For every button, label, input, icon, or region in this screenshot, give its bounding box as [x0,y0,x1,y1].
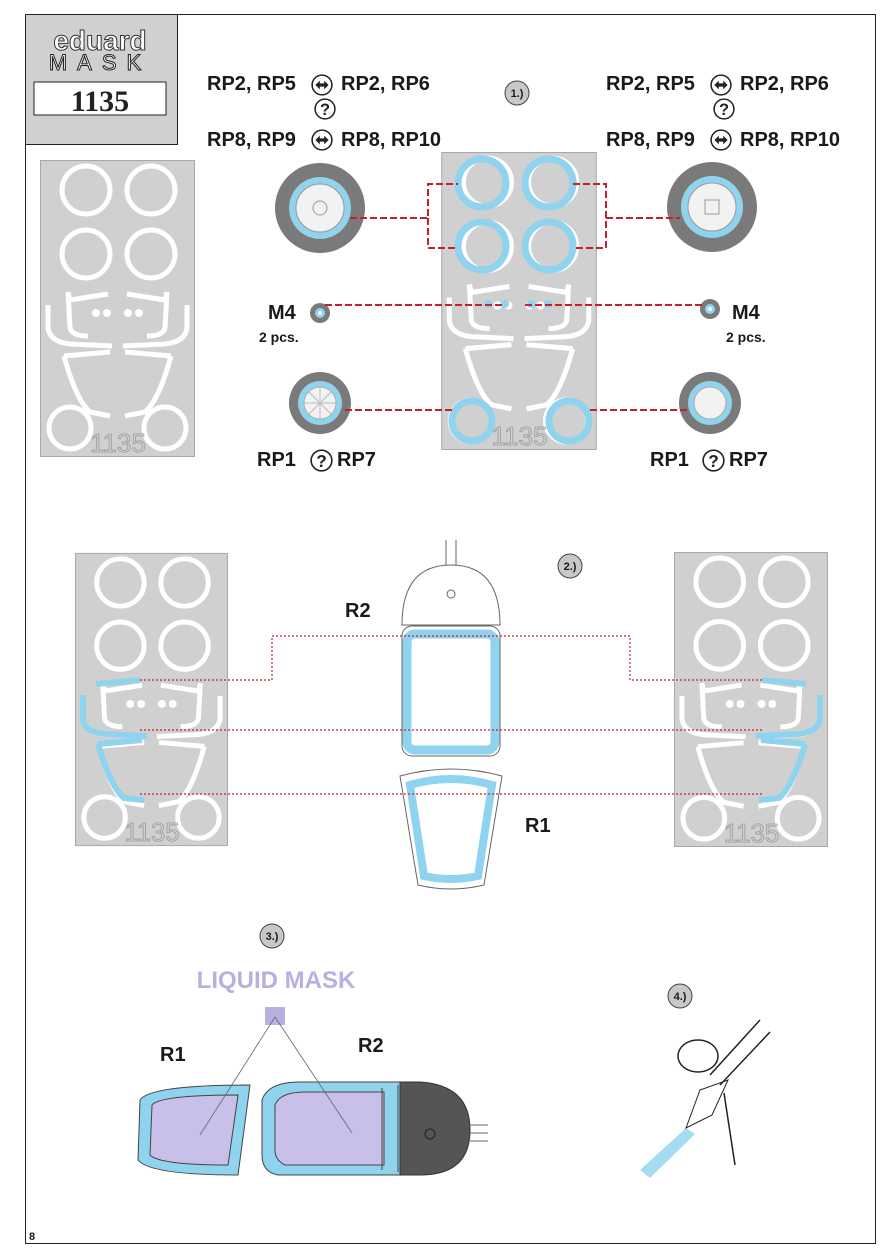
svg-text:RP7: RP7 [729,449,768,471]
mask-sheet-step2-left [75,553,227,847]
main-wheel-right [667,162,757,252]
mask-sheet-reference [41,161,195,459]
svg-text:2.): 2.) [564,561,577,573]
swap-icon [311,129,333,151]
page-frame [25,14,876,1244]
main-wheel-left [275,163,365,253]
rp1-rp7-left: RP1 RP7 [257,449,376,472]
swap-icon [311,74,333,96]
svg-text:RP7: RP7 [337,449,376,471]
svg-text:4.): 4.) [674,991,687,1003]
svg-text:RP8, RP9: RP8, RP9 [606,129,695,151]
page-number: 8 [29,1231,35,1243]
small-wheel-left [310,303,330,323]
step1-left-labels: RP2, RP5 RP2, RP6 RP8, RP9 RP8, RP10 [207,73,441,151]
svg-text:RP2, RP5: RP2, RP5 [207,73,296,95]
m4-right-qty: 2 pcs. [726,329,766,345]
mask-sheet-step2-right [675,552,828,848]
r1-label-step3: R1 [160,1044,186,1066]
m4-left-label: M4 [268,302,297,324]
canopy-top-view [399,540,503,890]
rp1-rp7-right: RP1 RP7 [650,449,768,472]
r1-label: R1 [525,815,551,837]
svg-text:1.): 1.) [511,88,524,100]
or-icon [702,449,725,472]
liquid-mask-label: LIQUID MASK [197,967,356,994]
mask-sheet-step1 [442,153,597,451]
or-icon [310,449,333,472]
liquid-mask-swatch [265,1007,285,1025]
r2-label: R2 [345,600,371,622]
or-icon [713,98,735,120]
svg-text:RP2, RP6: RP2, RP6 [740,73,829,95]
svg-text:RP8, RP10: RP8, RP10 [341,129,441,151]
step2-leader-lines [140,635,762,795]
swap-icon [710,74,732,96]
airbrush-tweezers-illustration [640,1019,771,1178]
svg-text:RP1: RP1 [650,449,689,471]
small-wheel-right [700,299,720,319]
m4-right-label: M4 [732,302,761,324]
svg-text:RP1: RP1 [257,449,296,471]
svg-text:RP2, RP5: RP2, RP5 [606,73,695,95]
eduard-mask-logo: eduard MASK 1135 [25,14,178,145]
svg-text:1135: 1135 [71,85,129,118]
svg-text:RP2, RP6: RP2, RP6 [341,73,430,95]
svg-text:RP8, RP9: RP8, RP9 [207,129,296,151]
svg-text:MASK: MASK [49,50,151,75]
step1-leader-lines [325,183,705,411]
step-markers: 1.) 2.) 3.) 4.) [259,80,693,1009]
or-icon [314,98,336,120]
tail-wheel-right [679,372,741,434]
tail-wheel-left [289,372,351,434]
m4-left-qty: 2 pcs. [259,329,299,345]
svg-text:eduard: eduard [53,25,146,56]
svg-text:3.): 3.) [266,931,279,943]
r2-label-step3: R2 [358,1035,384,1057]
canopy-side-view [137,1016,488,1176]
swap-icon [710,129,732,151]
step1-right-labels: RP2, RP5 RP2, RP6 RP8, RP9 RP8, RP10 [606,73,840,151]
svg-text:RP8, RP10: RP8, RP10 [740,129,840,151]
